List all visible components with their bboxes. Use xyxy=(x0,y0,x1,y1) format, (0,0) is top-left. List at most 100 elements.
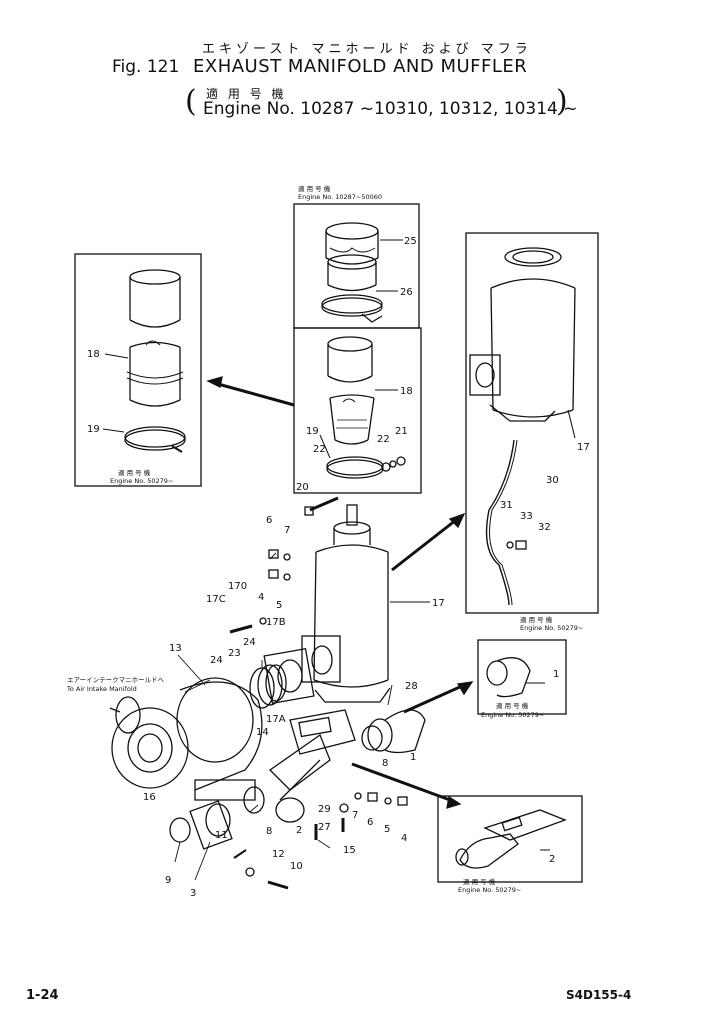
part-18-left: 18 xyxy=(87,349,100,360)
ring-8-drawing xyxy=(361,725,383,751)
connector-1-drawing xyxy=(367,709,426,754)
turbocharger-drawing xyxy=(109,677,263,801)
washer-22-drawing xyxy=(381,462,391,472)
bolt-17c-drawing xyxy=(229,617,267,634)
applicability-japanese: 適 用 号 機 xyxy=(206,87,287,101)
part-17c: 17C xyxy=(206,594,226,605)
exhaust-manifold-drawing xyxy=(268,709,356,823)
part-5-top: 5 xyxy=(276,600,282,611)
part-25: 25 xyxy=(404,236,417,247)
part-7-top: 7 xyxy=(284,525,290,536)
washer-22b-drawing xyxy=(389,460,397,468)
part-8-left: 8 xyxy=(266,826,272,837)
title-japanese: エキゾースト マニホールド および マフラ xyxy=(202,42,532,57)
part-11: 11 xyxy=(215,830,228,841)
part-23: 23 xyxy=(228,648,241,659)
part-22-lower: 22 xyxy=(313,444,326,455)
part-29: 29 xyxy=(318,804,331,815)
engine-range: Engine No. 10287 ~10310, 10312, 10314 ~ xyxy=(203,99,578,119)
part-14: 14 xyxy=(256,727,269,738)
arrow-to-manifold-box xyxy=(351,762,462,809)
part-4-lower: 4 xyxy=(401,833,407,844)
part-19-mid: 19 xyxy=(306,426,319,437)
page-number: 1-24 xyxy=(26,988,59,1003)
part-1: 1 xyxy=(410,752,416,763)
top-box-caption-en: Engine No. 10287~50060 xyxy=(298,193,382,201)
part-24-upper: 24 xyxy=(243,637,256,648)
part-22-upper: 22 xyxy=(377,434,390,445)
part-30: 30 xyxy=(546,475,559,486)
top-box-caption-jp: 適 用 号 機 xyxy=(298,184,331,193)
pipe-30-drawing xyxy=(485,439,518,606)
manifold-inset-box xyxy=(437,795,583,883)
right-box-caption-en: Engine No. 50279~ xyxy=(520,624,583,632)
part-24-lower: 24 xyxy=(210,655,223,666)
part-9: 9 xyxy=(165,875,171,886)
part-28: 28 xyxy=(405,681,418,692)
part-13: 13 xyxy=(169,643,182,654)
part-5-lower: 5 xyxy=(384,824,390,835)
manifold-box-caption-en: Engine No. 50279~ xyxy=(458,886,521,894)
figure-number: Fig. 121 xyxy=(112,57,180,77)
paren-left: ( xyxy=(185,84,197,119)
small-box-connector xyxy=(486,657,545,698)
small-box-caption-jp: 適 用 号 機 xyxy=(496,701,529,710)
part-2: 2 xyxy=(296,825,302,836)
left-box-caption-jp: 適 用 号 機 xyxy=(118,468,151,477)
arrow-to-left-box xyxy=(206,376,295,407)
leader-lines xyxy=(174,552,393,881)
air-intake-caption-en: To Air Intake Manifold xyxy=(66,685,137,693)
small-box-caption-en: Engine No. 50279~ xyxy=(481,711,544,719)
part-26: 26 xyxy=(400,287,413,298)
clamp-26-drawing xyxy=(321,294,383,323)
bolt-20-drawing xyxy=(304,496,339,516)
washer-33-drawing xyxy=(506,541,514,549)
figure-title: EXHAUST MANIFOLD AND MUFFLER xyxy=(193,56,528,77)
adapter-18-drawing xyxy=(327,336,375,445)
right-inset-box xyxy=(465,232,599,614)
mid-inset-box xyxy=(293,327,422,494)
part-31: 31 xyxy=(500,500,513,511)
main-muffler-drawing xyxy=(301,504,391,703)
manifold-box-drawing xyxy=(455,809,567,869)
clamp-19-drawing xyxy=(326,456,384,479)
left-box-caption-en: Engine No. 50279~ xyxy=(110,477,173,485)
paren-right: ) xyxy=(556,84,568,119)
part-21: 21 xyxy=(395,426,408,437)
part-2-manifold-box: 2 xyxy=(549,854,555,865)
left-adapter-drawing xyxy=(126,269,184,407)
part-1-small-box: 1 xyxy=(553,669,559,680)
arrow-to-right-box xyxy=(391,512,466,572)
part-27: 27 xyxy=(318,822,331,833)
part-17b: 17B xyxy=(266,617,286,628)
part-19-left: 19 xyxy=(87,424,100,435)
part-20: 20 xyxy=(296,482,309,493)
manifold-box-caption-jp: 適 用 号 機 xyxy=(463,877,496,886)
part-18-mid: 18 xyxy=(400,386,413,397)
bolts-lower-drawing xyxy=(314,792,408,840)
part-17A: 17A xyxy=(266,714,286,725)
nut-21-drawing xyxy=(396,456,406,466)
part-3: 3 xyxy=(190,888,196,899)
left-inset-box xyxy=(74,253,202,487)
part-12: 12 xyxy=(272,849,285,860)
part-6-lower: 6 xyxy=(367,817,373,828)
lower-left-parts-drawing xyxy=(169,786,289,890)
part-6-top: 6 xyxy=(266,515,272,526)
part-10: 10 xyxy=(290,861,303,872)
bolts-6-7-4-5-top xyxy=(268,549,291,581)
part-7-lower: 7 xyxy=(352,810,358,821)
part-17-right: 17 xyxy=(577,442,590,453)
right-box-caption-jp: 適 用 号 機 xyxy=(520,615,553,624)
part-16: 16 xyxy=(143,792,156,803)
elbow-17b-drawing xyxy=(263,647,315,705)
document-code: S4D155-4 xyxy=(566,988,632,1002)
bolt-32-drawing xyxy=(515,540,527,550)
left-clamp-drawing xyxy=(124,426,186,453)
part-33: 33 xyxy=(520,511,533,522)
part-4-top: 4 xyxy=(258,592,264,603)
part-17-main: 17 xyxy=(432,598,445,609)
adapter-25-drawing xyxy=(325,222,379,292)
small-inset-box xyxy=(477,639,567,715)
